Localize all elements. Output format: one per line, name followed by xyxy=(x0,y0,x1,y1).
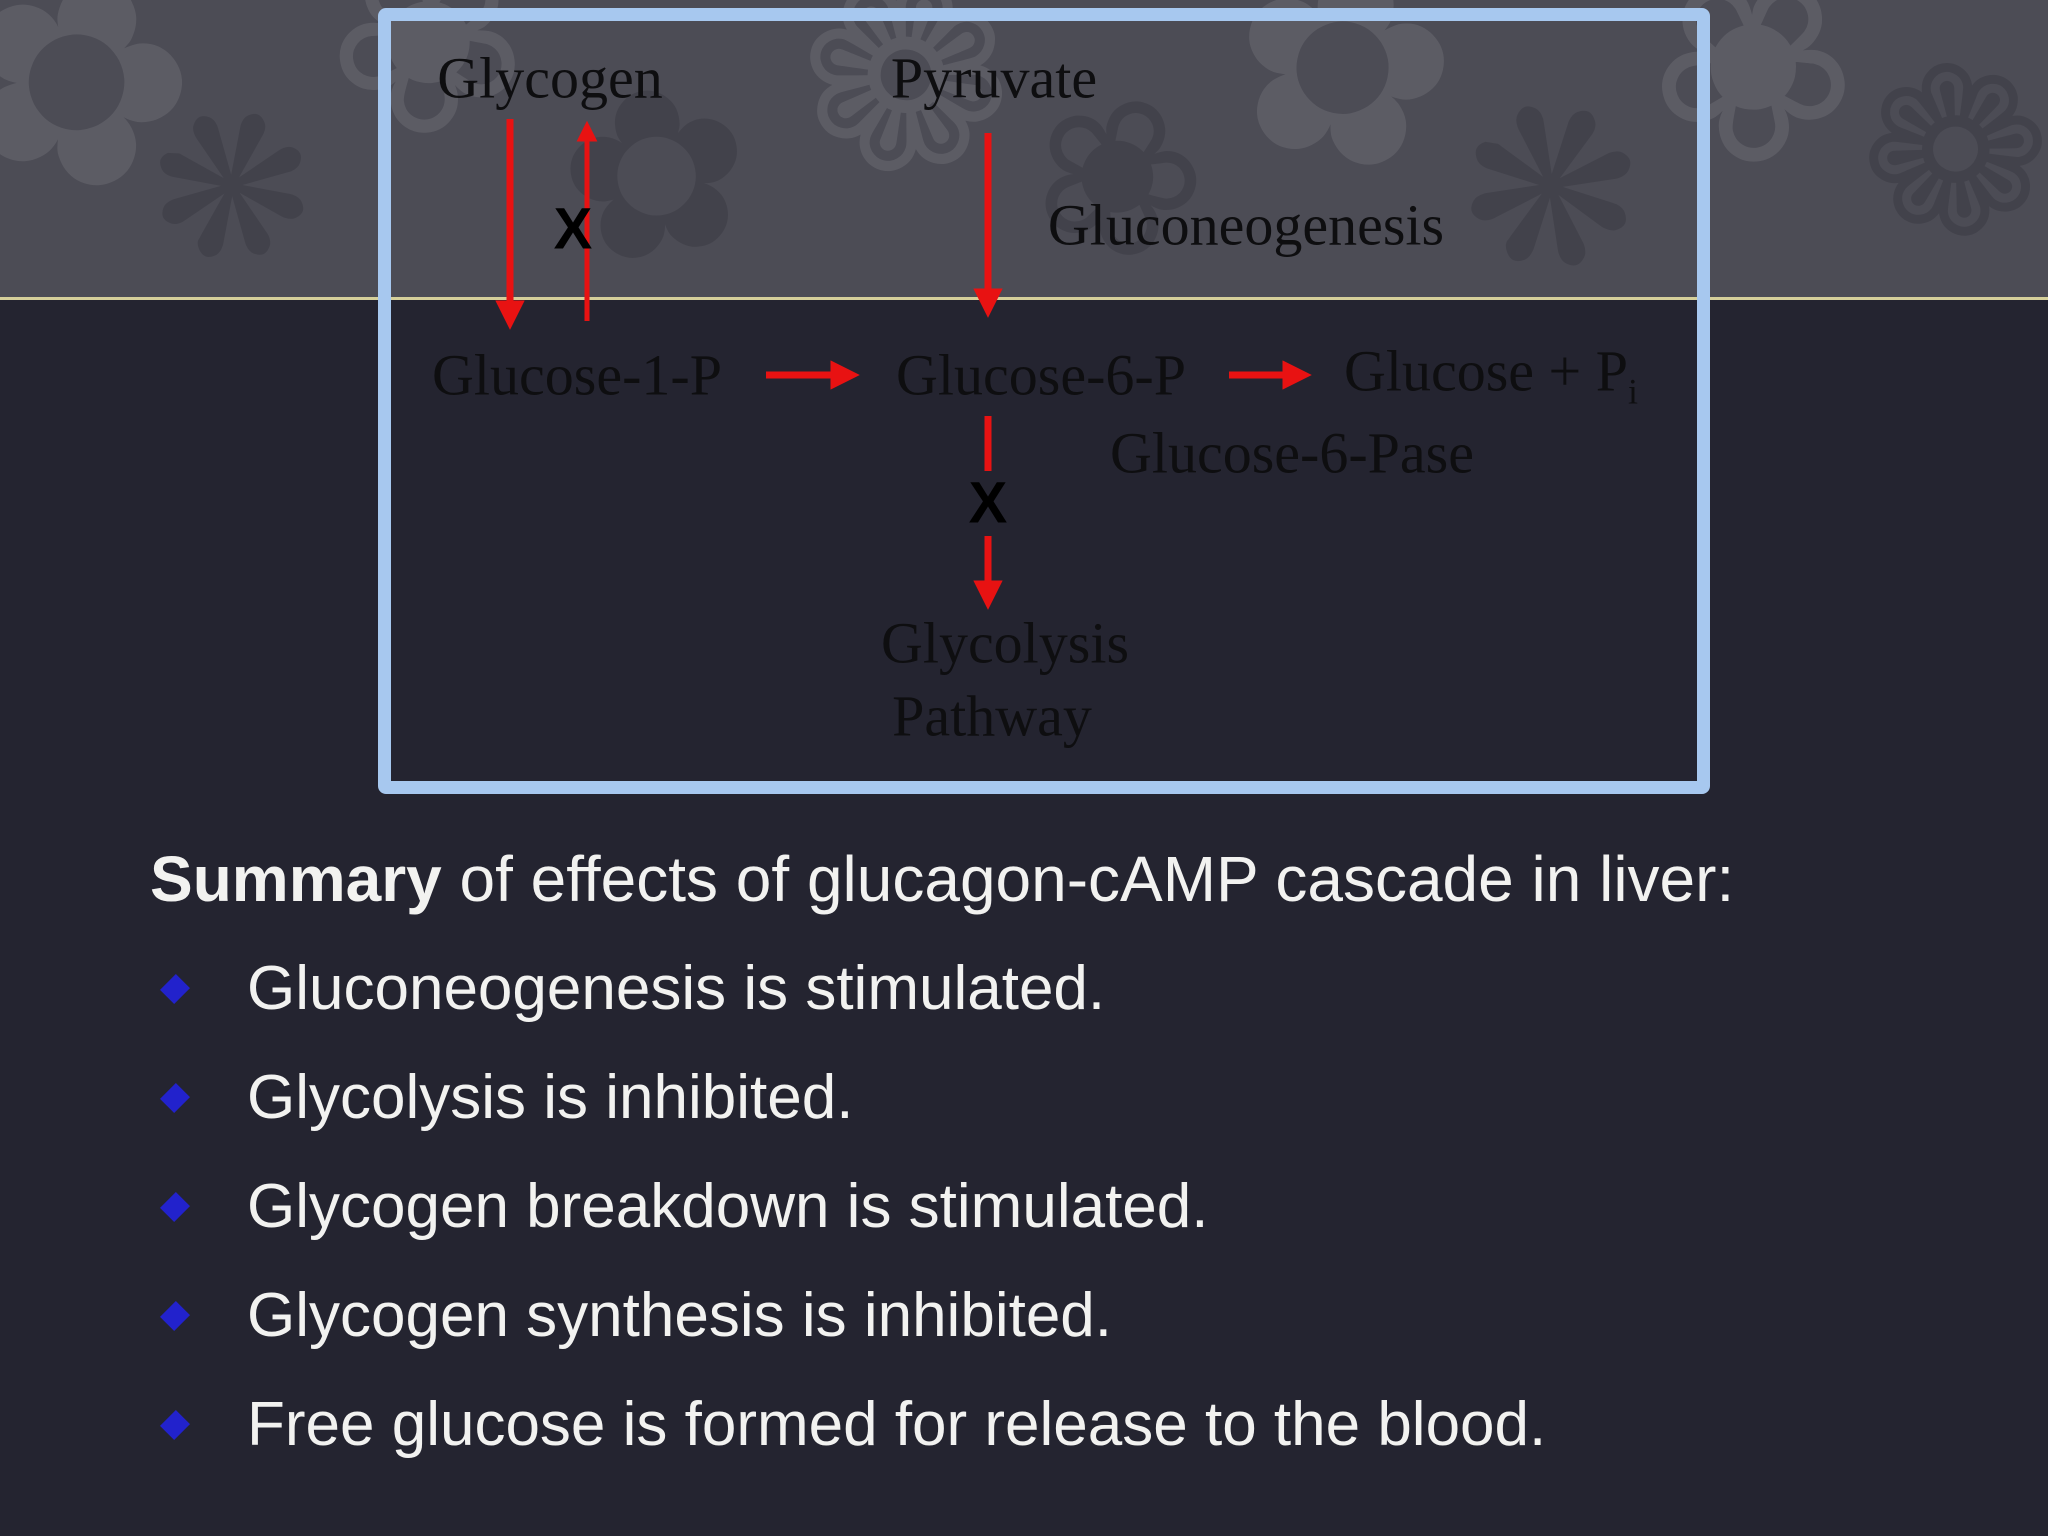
list-item: Glycogen breakdown is stimulated. xyxy=(155,1170,1546,1244)
summary-heading-bold: Summary xyxy=(150,843,442,915)
list-item: Gluconeogenesis is stimulated. xyxy=(155,952,1546,1026)
label-gluconeogenesis: Gluconeogenesis xyxy=(1047,192,1445,258)
horizontal-divider-line xyxy=(0,297,2048,300)
list-item: Free glucose is formed for release to th… xyxy=(155,1388,1546,1462)
node-glucose-plus-pi: Glucose + Pi xyxy=(1344,338,1638,413)
label-glucose-6-pase: Glucose-6-Pase xyxy=(1109,420,1475,486)
node-glycolysis-line2: Pathway xyxy=(892,683,1092,749)
inhibition-x-glycolysis: X xyxy=(968,470,1008,536)
pathway-diagram-box: Glycogen Pyruvate Gluconeogenesis Glucos… xyxy=(378,8,1710,794)
node-glucose-6-p: Glucose-6-P xyxy=(896,342,1186,408)
list-item: Glycolysis is inhibited. xyxy=(155,1061,1546,1135)
summary-bullet-list: Gluconeogenesis is stimulated. Glycolysi… xyxy=(155,952,1546,1462)
node-glycogen: Glycogen xyxy=(437,45,663,111)
bullet-text: Free glucose is formed for release to th… xyxy=(247,1390,1547,1459)
bullet-text: Glycogen breakdown is stimulated. xyxy=(247,1172,1209,1241)
summary-heading: Summary of effects of glucagon-cAMP casc… xyxy=(150,842,1734,916)
bullet-text: Glycogen synthesis is inhibited. xyxy=(247,1281,1113,1350)
node-glycolysis-line1: Glycolysis xyxy=(880,610,1130,676)
bullet-text: Gluconeogenesis is stimulated. xyxy=(247,954,1106,1023)
node-glucose-1-p: Glucose-1-P xyxy=(432,342,722,408)
pathway-arrows xyxy=(495,119,1312,610)
diamond-bullet-icon xyxy=(160,974,190,1004)
glucose-plus-p-text: Glucose + P xyxy=(1343,338,1629,404)
node-pyruvate: Pyruvate xyxy=(890,45,1098,111)
bullet-text: Glycolysis is inhibited. xyxy=(247,1063,854,1132)
diamond-bullet-icon xyxy=(160,1301,190,1331)
diamond-bullet-icon xyxy=(160,1083,190,1113)
summary-heading-rest: of effects of glucagon-cAMP cascade in l… xyxy=(441,843,1735,915)
inhibition-x-glycogen-synthesis: X xyxy=(553,196,593,262)
diamond-bullet-icon xyxy=(160,1410,190,1440)
list-item: Glycogen synthesis is inhibited. xyxy=(155,1279,1546,1353)
diamond-bullet-icon xyxy=(160,1192,190,1222)
damask-motif: ❁ xyxy=(1842,8,2048,299)
subscript-i: i xyxy=(1628,371,1639,412)
